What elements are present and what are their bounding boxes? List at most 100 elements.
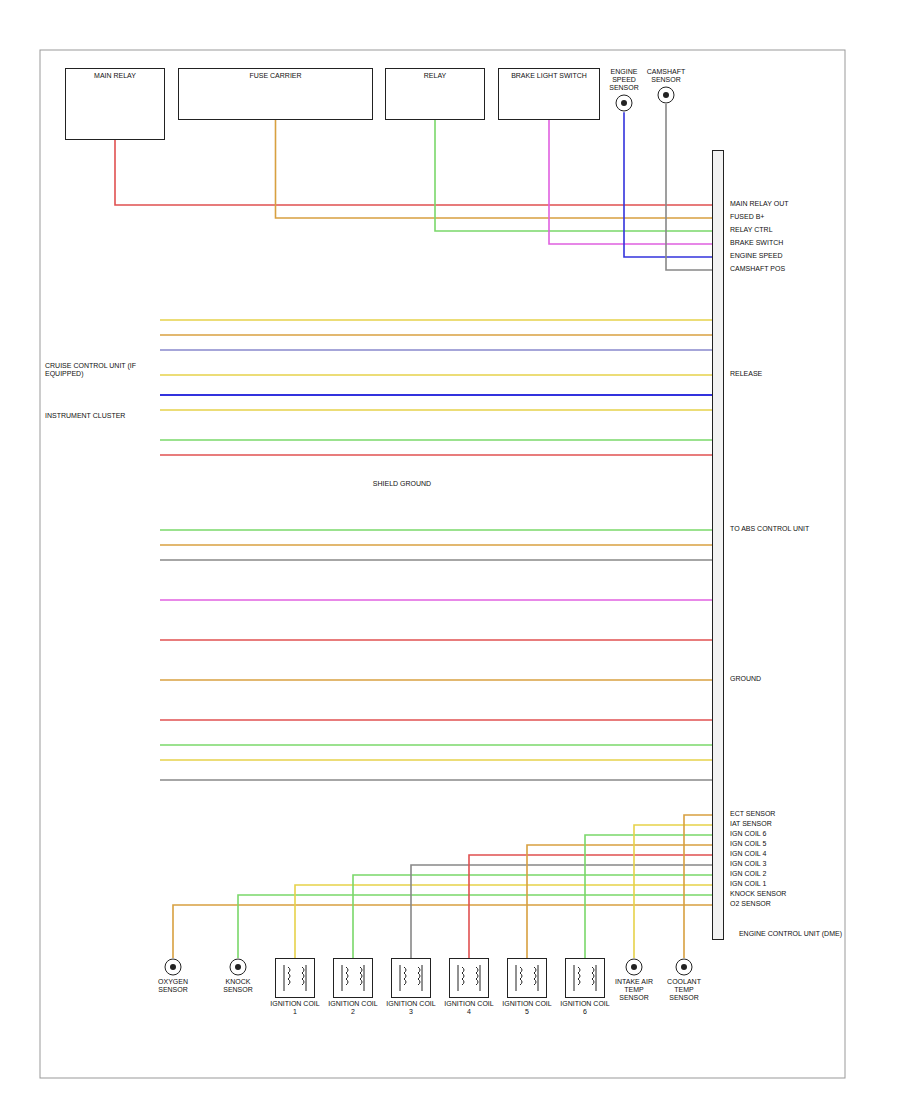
signal-label: ENGINE SPEED: [730, 252, 840, 260]
coil-winding: [400, 965, 422, 991]
component-box: FUSE CARRIER: [178, 68, 373, 120]
signal-label: SHIELD GROUND: [372, 480, 432, 488]
coil-box: [449, 958, 489, 998]
component-box: RELAY: [385, 68, 485, 120]
signal-label: IGN COIL 6: [730, 830, 840, 838]
coil-box: [333, 958, 373, 998]
sensor-outline: [658, 87, 674, 103]
signal-label: IGN COIL 1: [730, 880, 840, 888]
wire-connector: [634, 825, 712, 958]
sensor-label: COOLANT TEMP SENSOR: [660, 978, 708, 1002]
component-box: BRAKE LIGHT SWITCH: [498, 68, 600, 120]
coil-label: IGNITION COIL 1: [270, 1000, 320, 1016]
ignition-coil: IGNITION COIL 4: [444, 958, 494, 1016]
component-label: RELAY: [389, 72, 481, 80]
signal-label: RELAY CTRL: [730, 226, 840, 234]
wire-connector: [435, 120, 712, 231]
sensor-core: [631, 964, 637, 970]
coil-box: [275, 958, 315, 998]
sensor-symbol: [164, 958, 182, 976]
signal-label: IGN COIL 5: [730, 840, 840, 848]
signal-label: MAIN RELAY OUT: [730, 200, 840, 208]
wire-connector: [666, 104, 712, 270]
signal-label: IGN COIL 3: [730, 860, 840, 868]
component-label: FUSE CARRIER: [182, 72, 369, 80]
component-label: MAIN RELAY: [69, 72, 161, 80]
sensor: CAMSHAFT SENSOR: [646, 68, 686, 104]
ignition-coil: IGNITION COIL 5: [502, 958, 552, 1016]
sensor-core: [170, 964, 176, 970]
coil-label: IGNITION COIL 4: [444, 1000, 494, 1016]
sensor: KNOCK SENSOR: [210, 958, 266, 994]
sensor-label: OXYGEN SENSOR: [145, 978, 201, 994]
signal-label: IGN COIL 4: [730, 850, 840, 858]
coil-box: [391, 958, 431, 998]
signal-label: GROUND: [730, 675, 840, 683]
coil-winding: [342, 965, 364, 991]
coil-box: [565, 958, 605, 998]
sensor-label: ENGINE SPEED SENSOR: [605, 68, 643, 92]
page-frame: [40, 50, 845, 1078]
wire-connector: [411, 865, 712, 958]
sensor: COOLANT TEMP SENSOR: [660, 958, 708, 1002]
wires: [160, 320, 712, 780]
ignition-coil: IGNITION COIL 3: [386, 958, 436, 1016]
coil-winding: [458, 965, 480, 991]
sensor-core: [621, 100, 627, 106]
control-unit-label: ENGINE CONTROL UNIT (DME): [730, 930, 842, 938]
sensor-outline: [165, 959, 181, 975]
wire-connector: [353, 875, 712, 958]
wire-connector: [115, 140, 712, 205]
sensor-outline: [616, 95, 632, 111]
coil-symbol: [508, 959, 546, 997]
connector-strip: [712, 150, 724, 940]
signal-label: ECT SENSOR: [730, 810, 840, 818]
sensor-symbol: [657, 86, 675, 104]
signal-label: O2 SENSOR: [730, 900, 840, 908]
coil-symbol: [450, 959, 488, 997]
sensor: ENGINE SPEED SENSOR: [605, 68, 643, 112]
signal-label: KNOCK SENSOR: [730, 890, 840, 898]
sensor: INTAKE AIR TEMP SENSOR: [612, 958, 656, 1002]
wire-connector: [238, 895, 712, 958]
wire-connector: [585, 835, 712, 958]
sensor-symbol: [625, 958, 643, 976]
sensor-core: [681, 964, 687, 970]
ignition-coil: IGNITION COIL 2: [328, 958, 378, 1016]
wire-connector: [549, 120, 712, 244]
ignition-coil: IGNITION COIL 6: [560, 958, 610, 1016]
sensor-core: [663, 92, 669, 98]
signal-label: RELEASE: [730, 370, 840, 378]
signal-label: IAT SENSOR: [730, 820, 840, 828]
signal-label: BRAKE SWITCH: [730, 239, 840, 247]
coil-symbol: [566, 959, 604, 997]
coil-label: IGNITION COIL 5: [502, 1000, 552, 1016]
coil-symbol: [276, 959, 314, 997]
wire-connector: [624, 112, 712, 257]
wire-connector: [276, 120, 713, 218]
sensor-symbol: [615, 94, 633, 112]
wire-connector: [173, 905, 712, 958]
signal-label: CAMSHAFT POS: [730, 265, 840, 273]
coil-winding: [516, 965, 538, 991]
signal-label: TO ABS CONTROL UNIT: [730, 525, 840, 533]
component-box: MAIN RELAY: [65, 68, 165, 140]
coil-box: [507, 958, 547, 998]
sensor-label: KNOCK SENSOR: [210, 978, 266, 994]
sensor-outline: [230, 959, 246, 975]
coil-label: IGNITION COIL 2: [328, 1000, 378, 1016]
coil-symbol: [334, 959, 372, 997]
coil-winding: [284, 965, 306, 991]
coil-symbol: [392, 959, 430, 997]
signal-label: FUSED B+: [730, 213, 840, 221]
coil-winding: [574, 965, 596, 991]
coil-label: IGNITION COIL 6: [560, 1000, 610, 1016]
signal-label: INSTRUMENT CLUSTER: [45, 412, 145, 420]
sensor-outline: [626, 959, 642, 975]
signal-label: CRUISE CONTROL UNIT (IF EQUIPPED): [45, 362, 145, 378]
sensor-symbol: [229, 958, 247, 976]
sensor-core: [235, 964, 241, 970]
sensor: OXYGEN SENSOR: [145, 958, 201, 994]
sensor-label: CAMSHAFT SENSOR: [646, 68, 686, 84]
